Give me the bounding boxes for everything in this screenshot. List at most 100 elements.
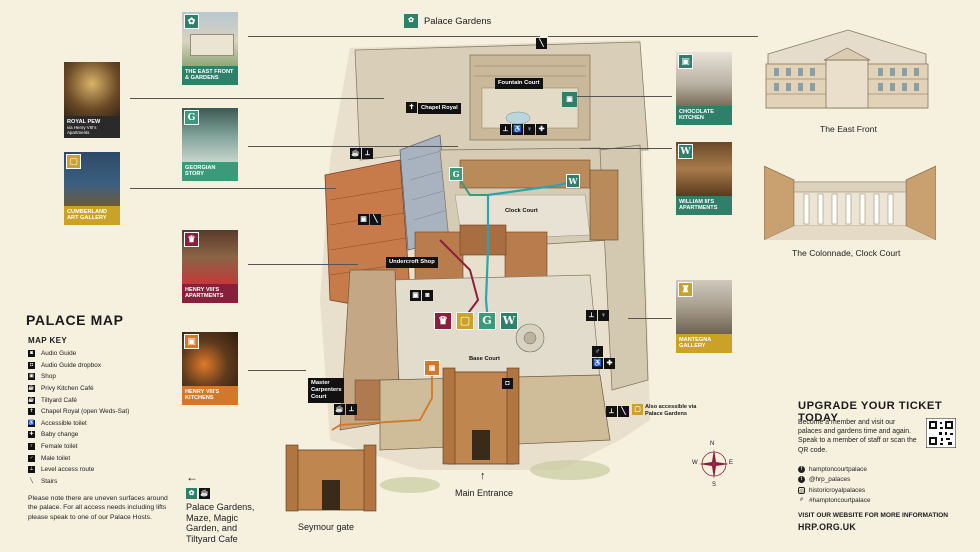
card-chocolate-kitchen[interactable]: ▣ CHOCOLATE KITCHEN [676,52,732,125]
leader-mantegna [628,318,672,319]
william-w-icon[interactable]: W [566,174,580,188]
audio-guide-icon: ◙ [28,350,35,358]
garden-icon: ✿ [184,14,199,29]
social-hashtag[interactable]: ##hamptoncourtpalace [798,496,870,507]
access-note: Please note there are uneven surfaces ar… [28,495,168,521]
henry-apartments-icon: ♛ [184,232,199,247]
level-access-route-icon: ⟂ [28,466,35,474]
gardens-link-label[interactable]: Palace Gardens, Maze, Magic Garden, and … [186,502,255,544]
chocolate-kitchen-icon: ▣ [678,54,693,69]
level-access-route-icon: ⟂ [586,310,597,321]
compass-s: S [712,482,717,488]
stairs-icon: ╲ [618,406,629,417]
leader-william [580,148,672,149]
undercroft-shop-label: Undercroft Shop [386,257,438,268]
kitchens-icon: ▣ [184,334,199,349]
key-item: ◘Audio Guide dropbox [28,361,102,369]
compass-rose [699,449,729,479]
level-access-route-icon: ⟂ [500,124,511,135]
leader-palace-gardens [248,36,540,37]
twitter-icon: t [798,476,805,484]
shop-icon: ▣ [410,290,421,301]
card-georgian-story[interactable]: G GEORGIAN STORY [182,108,238,181]
upgrade-title: UPGRADE YOUR TICKET TODAY [798,400,943,424]
seymour-gate-label: Seymour gate [298,522,355,532]
card-cumberland-art-gallery[interactable]: ▢ CUMBERLAND ART GALLERY [64,152,120,225]
key-item: ☕Privy Kitchen Café [28,385,94,393]
compass-n: N [710,441,715,447]
accessible-toilet-icon: ♿ [512,124,523,135]
leader-chocolate [576,96,672,97]
colonnade-illustration [764,156,936,240]
card-label: GEORGIAN STORY [182,162,238,181]
stairs-icon: ╲ [370,214,381,225]
instagram-icon: ◎ [798,486,805,494]
key-item: ♿Accessible toilet [28,419,87,427]
card-henry-viii-apartments[interactable]: ♛ HENRY VIII'S APARTMENTS [182,230,238,303]
key-item: ✝Chapel Royal (open Weds-Sat) [28,408,130,416]
also-accessible-label: Also accessible via Palace Gardens [645,404,697,417]
level-access-route-icon: ⟂ [362,148,373,159]
georgian-g-icon[interactable]: G [449,167,463,181]
audio-guide-icon: ◙ [422,290,433,301]
female-toilet-icon: ♀ [524,124,535,135]
card-mantegna-gallery[interactable]: ♜ MANTEGNA GALLERY [676,280,732,353]
qr-code-icon[interactable] [926,418,956,448]
shop-icon: ▣ [358,214,369,225]
map-key-list: ◙Audio Guide ◘Audio Guide dropbox ▣Shop … [28,348,178,487]
social-twitter[interactable]: t@hrp_palaces [798,475,870,486]
hashtag-icon: # [800,497,803,504]
shop-icon: ▣ [28,373,35,381]
social-instagram[interactable]: ◎historicroyalpalaces [798,486,866,494]
key-item: ╲Stairs [29,477,58,485]
colonnade-caption: The Colonnade, Clock Court [792,248,901,258]
key-item: ◙Audio Guide [28,350,77,358]
card-sublabel: via Henry VIII's Apartments [67,125,97,136]
garden-icon: ✿ [404,14,418,28]
art-gallery-icon: ▢ [66,154,81,169]
chocolate-kitchen-icon[interactable]: ▣ [562,92,577,107]
card-william-iii-apartments[interactable]: W WILLIAM III'S APARTMENTS [676,142,732,215]
henry-apartments-icon[interactable]: ♛ [434,312,452,330]
website-link[interactable]: HRP.ORG.UK [798,522,857,532]
kitchens-icon[interactable]: ▣ [424,360,440,376]
facebook-icon: f [798,465,805,473]
art-gallery-icon[interactable]: ▢ [456,312,474,330]
east-front-illustration [758,24,936,118]
privy-kitchen-cafe-icon: ☕ [28,385,35,393]
gold-route-icon: ▢ [632,404,643,415]
leader-royal-pew [130,98,384,99]
garden-icon: ✿ [186,488,197,499]
male-toilet-icon: ♂ [28,454,35,462]
key-item: ☕Tiltyard Café [28,396,77,404]
left-arrow-icon[interactable]: ← [186,470,198,484]
master-carpenters-court-label: Master Carpenters Court [308,378,344,403]
compass-e: E [729,460,734,466]
female-toilet-icon: ♀ [28,443,35,451]
william-w-icon[interactable]: W [500,312,518,330]
leader-cumberland [130,188,336,189]
east-front-caption: The East Front [820,124,877,134]
up-arrow-icon: ↑ [480,470,486,482]
visit-website-line: VISIT OUR WEBSITE FOR MORE INFORMATION [798,512,949,519]
leader-henry-kitchens [248,370,306,371]
card-label: CUMBERLAND ART GALLERY [64,206,120,225]
georgian-g-icon[interactable]: G [478,312,496,330]
level-access-route-icon: ⟂ [346,404,357,415]
card-east-front-gardens[interactable]: ✿ THE EAST FRONT & GARDENS [182,12,238,85]
palace-gardens-label: Palace Gardens [424,15,492,26]
stairs-icon: ╲ [29,477,33,484]
stairs-icon: ╲ [536,38,547,49]
main-entrance-label: Main Entrance [455,488,514,498]
card-henry-viii-kitchens[interactable]: ▣ HENRY VIII'S KITCHENS [182,332,238,405]
card-royal-pew[interactable]: ROYAL PEW via Henry VIII's Apartments [64,62,120,139]
baby-change-icon: ✚ [604,358,615,369]
accessible-toilet-icon: ♿ [28,419,35,427]
leader-georgian [248,146,458,147]
key-item: ♂Male toilet [28,454,71,462]
georgian-g-icon: G [184,110,199,125]
chapel-royal-label: Chapel Royal [418,103,461,114]
leader-henry-apartments [248,264,358,265]
card-label: MANTEGNA GALLERY [676,334,732,353]
